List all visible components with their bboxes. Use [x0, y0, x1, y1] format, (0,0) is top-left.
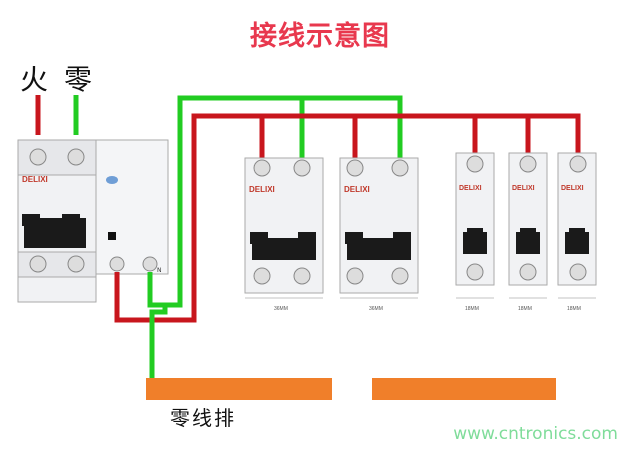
breaker-1p-1-size: 18MM: [465, 306, 479, 312]
watermark: www.cntronics.com: [453, 424, 618, 444]
breaker-2p-1-size: 36MM: [274, 306, 288, 312]
breaker-2p-2: DELIXI 36MM: [339, 157, 419, 312]
diagram-title: 接线示意图: [250, 21, 390, 52]
main-breaker-brand: DELIXI: [22, 175, 48, 184]
neutral-bar-wire: [149, 305, 168, 385]
neutral-bar-label: 零线排: [170, 406, 236, 430]
breaker-1p-3: DELIXI 18MM: [557, 152, 597, 312]
live-label: 火: [20, 63, 49, 96]
neutral-bar-right: [372, 378, 556, 400]
breaker-1p-2-size: 18MM: [518, 306, 532, 312]
neutral-label: 零: [64, 63, 93, 96]
breaker-2p-2-brand: DELIXI: [344, 185, 370, 194]
breaker-1p-1: DELIXI 18MM: [455, 152, 495, 312]
live-bus-wire: [114, 113, 581, 323]
rcd-n-label: N: [157, 267, 162, 274]
breaker-1p-2: DELIXI 18MM: [508, 152, 548, 312]
breaker-1p-3-size: 18MM: [567, 306, 581, 312]
breaker-1p-2-brand: DELIXI: [512, 185, 535, 192]
neutral-bar-left: [146, 378, 332, 400]
rcd-module: N: [95, 139, 169, 275]
breaker-2p-1-brand: DELIXI: [249, 185, 275, 194]
main-breaker: DELIXI: [17, 139, 97, 303]
breaker-1p-1-brand: DELIXI: [459, 185, 482, 192]
breaker-1p-3-brand: DELIXI: [561, 185, 584, 192]
breaker-2p-1: DELIXI 36MM: [244, 157, 324, 312]
neutral-bus-wire: [147, 95, 403, 308]
breaker-2p-2-size: 36MM: [369, 306, 383, 312]
